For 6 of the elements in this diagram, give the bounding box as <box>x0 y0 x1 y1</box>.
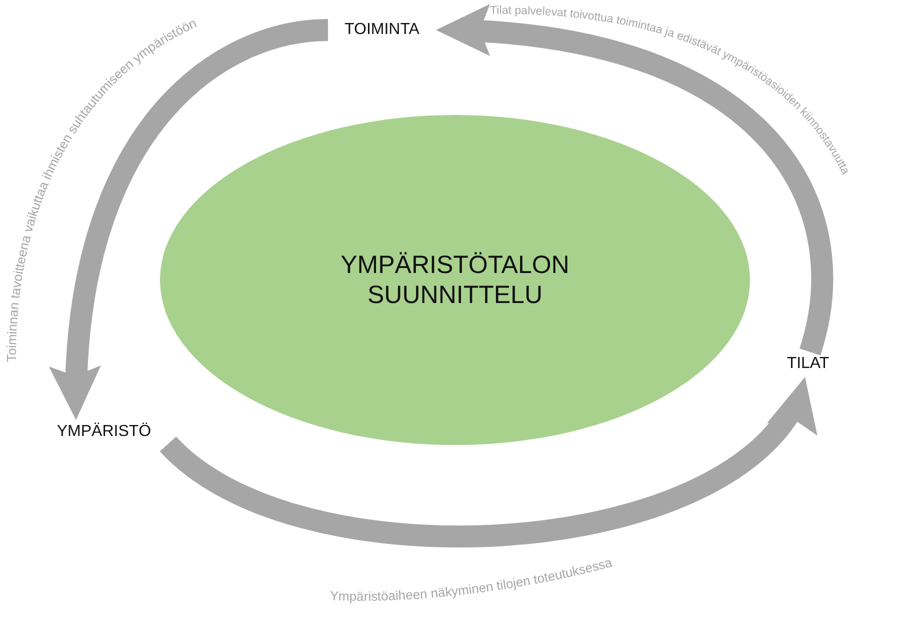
node-label: TILAT <box>768 352 848 376</box>
node-label: TOIMINTA <box>328 18 436 42</box>
curved-arrow <box>436 6 833 355</box>
node-label: YMPÄRISTÖ <box>40 420 168 444</box>
node-title: YMPÄRISTÖTALON SUUNNITTELU <box>340 250 570 310</box>
curved-arrow <box>51 19 329 420</box>
